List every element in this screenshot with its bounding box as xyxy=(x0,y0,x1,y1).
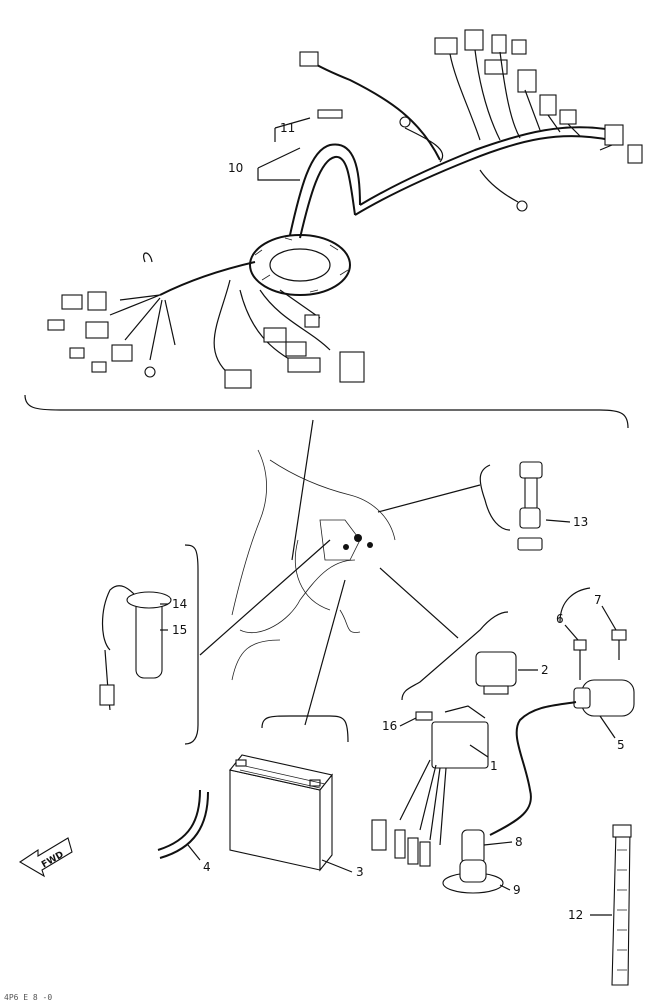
callout-7: 7 xyxy=(594,593,602,607)
callout-1: 1 xyxy=(490,759,498,773)
bracket-13 xyxy=(479,464,511,531)
arrow-14 xyxy=(199,539,331,656)
part-9-cap-cover xyxy=(442,859,504,894)
part-6-screw xyxy=(573,639,587,680)
wire-harness xyxy=(47,29,643,389)
arrow-harness xyxy=(291,419,314,561)
bracket-1 xyxy=(401,611,509,701)
part-12-cable-band xyxy=(611,824,632,986)
callout-12: 12 xyxy=(568,908,583,922)
arrow-2 xyxy=(379,567,459,639)
callout-15: 15 xyxy=(172,623,187,637)
arrow-13 xyxy=(377,484,481,513)
part-7-screw xyxy=(611,629,627,660)
part-13-switch xyxy=(517,461,543,551)
callout-10: 10 xyxy=(228,161,243,175)
fwd-arrow: FWD xyxy=(18,837,73,878)
callout-16: 16 xyxy=(382,719,397,733)
part-5-coil xyxy=(489,679,635,836)
callout-13: 13 xyxy=(573,515,588,529)
callout-5: 5 xyxy=(617,738,625,752)
bracket-5-6-7 xyxy=(559,587,591,623)
callout-9: 9 xyxy=(513,883,521,897)
arrow-battery xyxy=(304,579,346,726)
leader-lines xyxy=(160,117,617,916)
frame-outline xyxy=(231,449,396,681)
callout-14: 14 xyxy=(172,597,187,611)
callout-8: 8 xyxy=(515,835,523,849)
harness-group-bracket xyxy=(24,394,629,429)
part-4-breather-hose xyxy=(157,789,209,859)
bracket-3 xyxy=(261,715,349,743)
part-3-battery xyxy=(229,754,333,872)
callout-6: 6 xyxy=(556,612,564,626)
bracket-14-15 xyxy=(184,544,199,745)
callout-11: 11 xyxy=(280,121,295,135)
footer-code: 4P6 E 8 -0 xyxy=(4,993,52,1002)
callout-2: 2 xyxy=(541,663,549,677)
callout-3: 3 xyxy=(356,865,364,879)
part-1-cdi xyxy=(371,705,489,867)
part-2-relay xyxy=(475,651,517,695)
part-8-plug-cap xyxy=(461,829,485,865)
callout-4: 4 xyxy=(203,860,211,874)
